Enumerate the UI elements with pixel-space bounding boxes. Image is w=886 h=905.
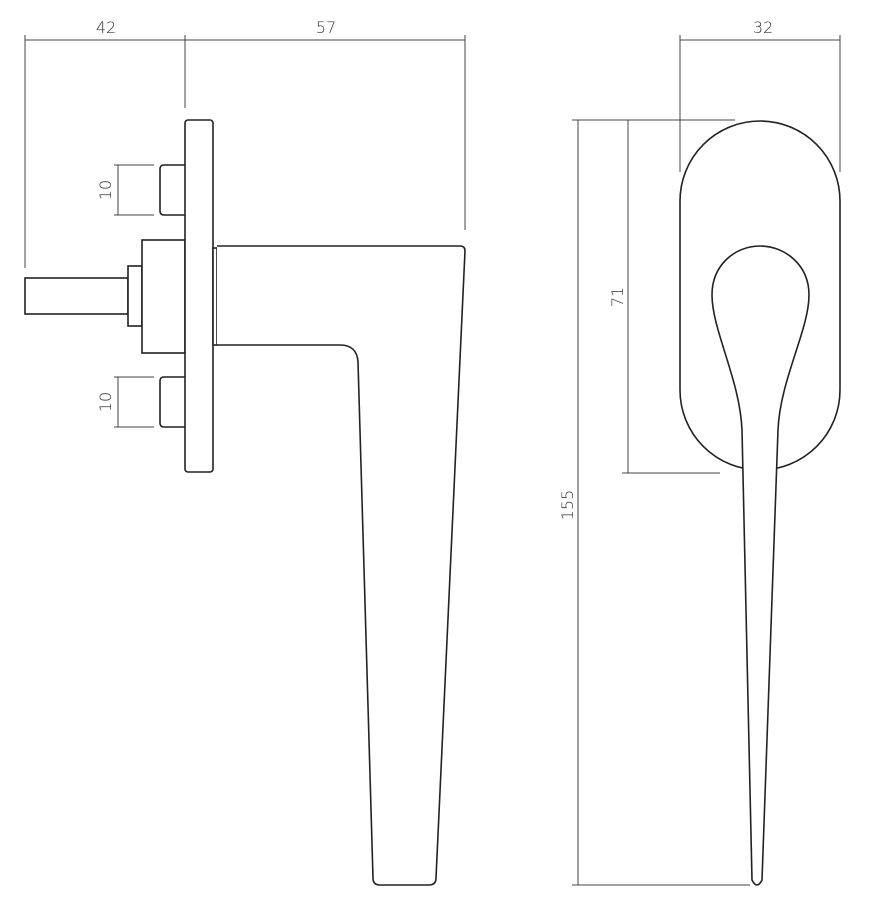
handle-neck	[212, 247, 218, 346]
dimension-label-10-lower: 10	[96, 392, 115, 412]
front-view: 32 155 71	[558, 18, 841, 886]
lower-stud	[159, 376, 185, 428]
dimension-label-42: 42	[96, 18, 116, 37]
dimension-label-32: 32	[753, 18, 773, 37]
dimension-label-57: 57	[316, 18, 336, 37]
dimension-upper-stud: 10	[96, 164, 154, 216]
spindle-housing	[141, 239, 186, 354]
dimension-rosette-height: 71	[608, 120, 720, 474]
handle-lever-front	[711, 245, 810, 886]
dimension-width: 32	[679, 18, 841, 172]
rosette-plate-side	[184, 119, 214, 473]
dimension-label-155: 155	[558, 490, 577, 521]
side-view: 42 57 10 10	[24, 18, 466, 886]
spindle-collar	[127, 265, 143, 327]
upper-stud	[159, 164, 185, 216]
dimension-lower-stud: 10	[96, 376, 154, 428]
dimension-label-10-upper: 10	[96, 180, 115, 200]
dimension-top-side: 42 57	[24, 18, 466, 268]
dimension-label-71: 71	[608, 287, 627, 307]
spindle	[24, 277, 129, 315]
dimension-overall-height: 155	[558, 119, 750, 886]
handle-lever-side	[217, 245, 466, 886]
